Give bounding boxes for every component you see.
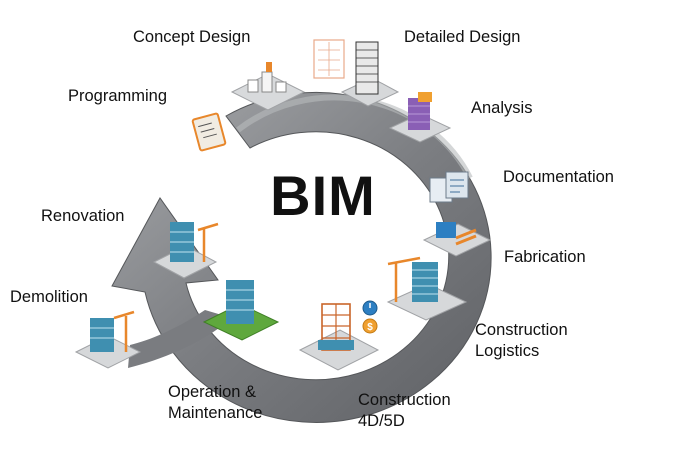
label-construction-logistics-line1: Construction (475, 321, 568, 339)
clipboard-icon (191, 112, 227, 152)
blueprint-tower-icon (313, 39, 345, 79)
label-programming: Programming (68, 87, 168, 105)
label-documentation: Documentation (503, 168, 614, 186)
label-operation-maintenance-line2: Maintenance (168, 404, 263, 423)
label-demolition: Demolition (10, 288, 88, 306)
svg-text:$: $ (367, 322, 373, 333)
building-frame-icon (298, 303, 380, 371)
label-concept-design: Concept Design (133, 28, 251, 46)
demolition-building-icon (74, 310, 142, 369)
analysis-building-icon (388, 92, 452, 143)
ring-tail (128, 310, 232, 368)
cost-coin-icon: $ (362, 318, 378, 334)
renovation-building-icon (152, 222, 219, 279)
documentation-sheets-icon (429, 171, 469, 203)
label-operation-maintenance-line1: Operation & (168, 383, 257, 401)
center-title: BIM (270, 164, 376, 227)
construction-crane-icon (386, 256, 468, 321)
green-lot-building-icon (202, 280, 280, 341)
label-construction-4d5d-line2: 4D/5D (358, 412, 405, 431)
label-construction-4d5d-line1: Construction (358, 391, 451, 409)
fabrication-machine-icon (422, 222, 492, 257)
label-analysis: Analysis (471, 99, 533, 117)
label-detailed-design: Detailed Design (404, 28, 521, 46)
concept-blocks-icon (230, 62, 306, 111)
skyscraper-icon (340, 41, 400, 107)
label-construction-logistics-line2: Logistics (475, 342, 540, 361)
label-construction-logistics: Construction Logistics (475, 320, 568, 362)
stopwatch-icon (362, 300, 378, 316)
label-renovation: Renovation (41, 207, 125, 225)
label-construction-4d5d: Construction 4D/5D (358, 390, 451, 432)
label-operation-maintenance: Operation & Maintenance (168, 382, 262, 424)
label-fabrication: Fabrication (504, 248, 586, 266)
